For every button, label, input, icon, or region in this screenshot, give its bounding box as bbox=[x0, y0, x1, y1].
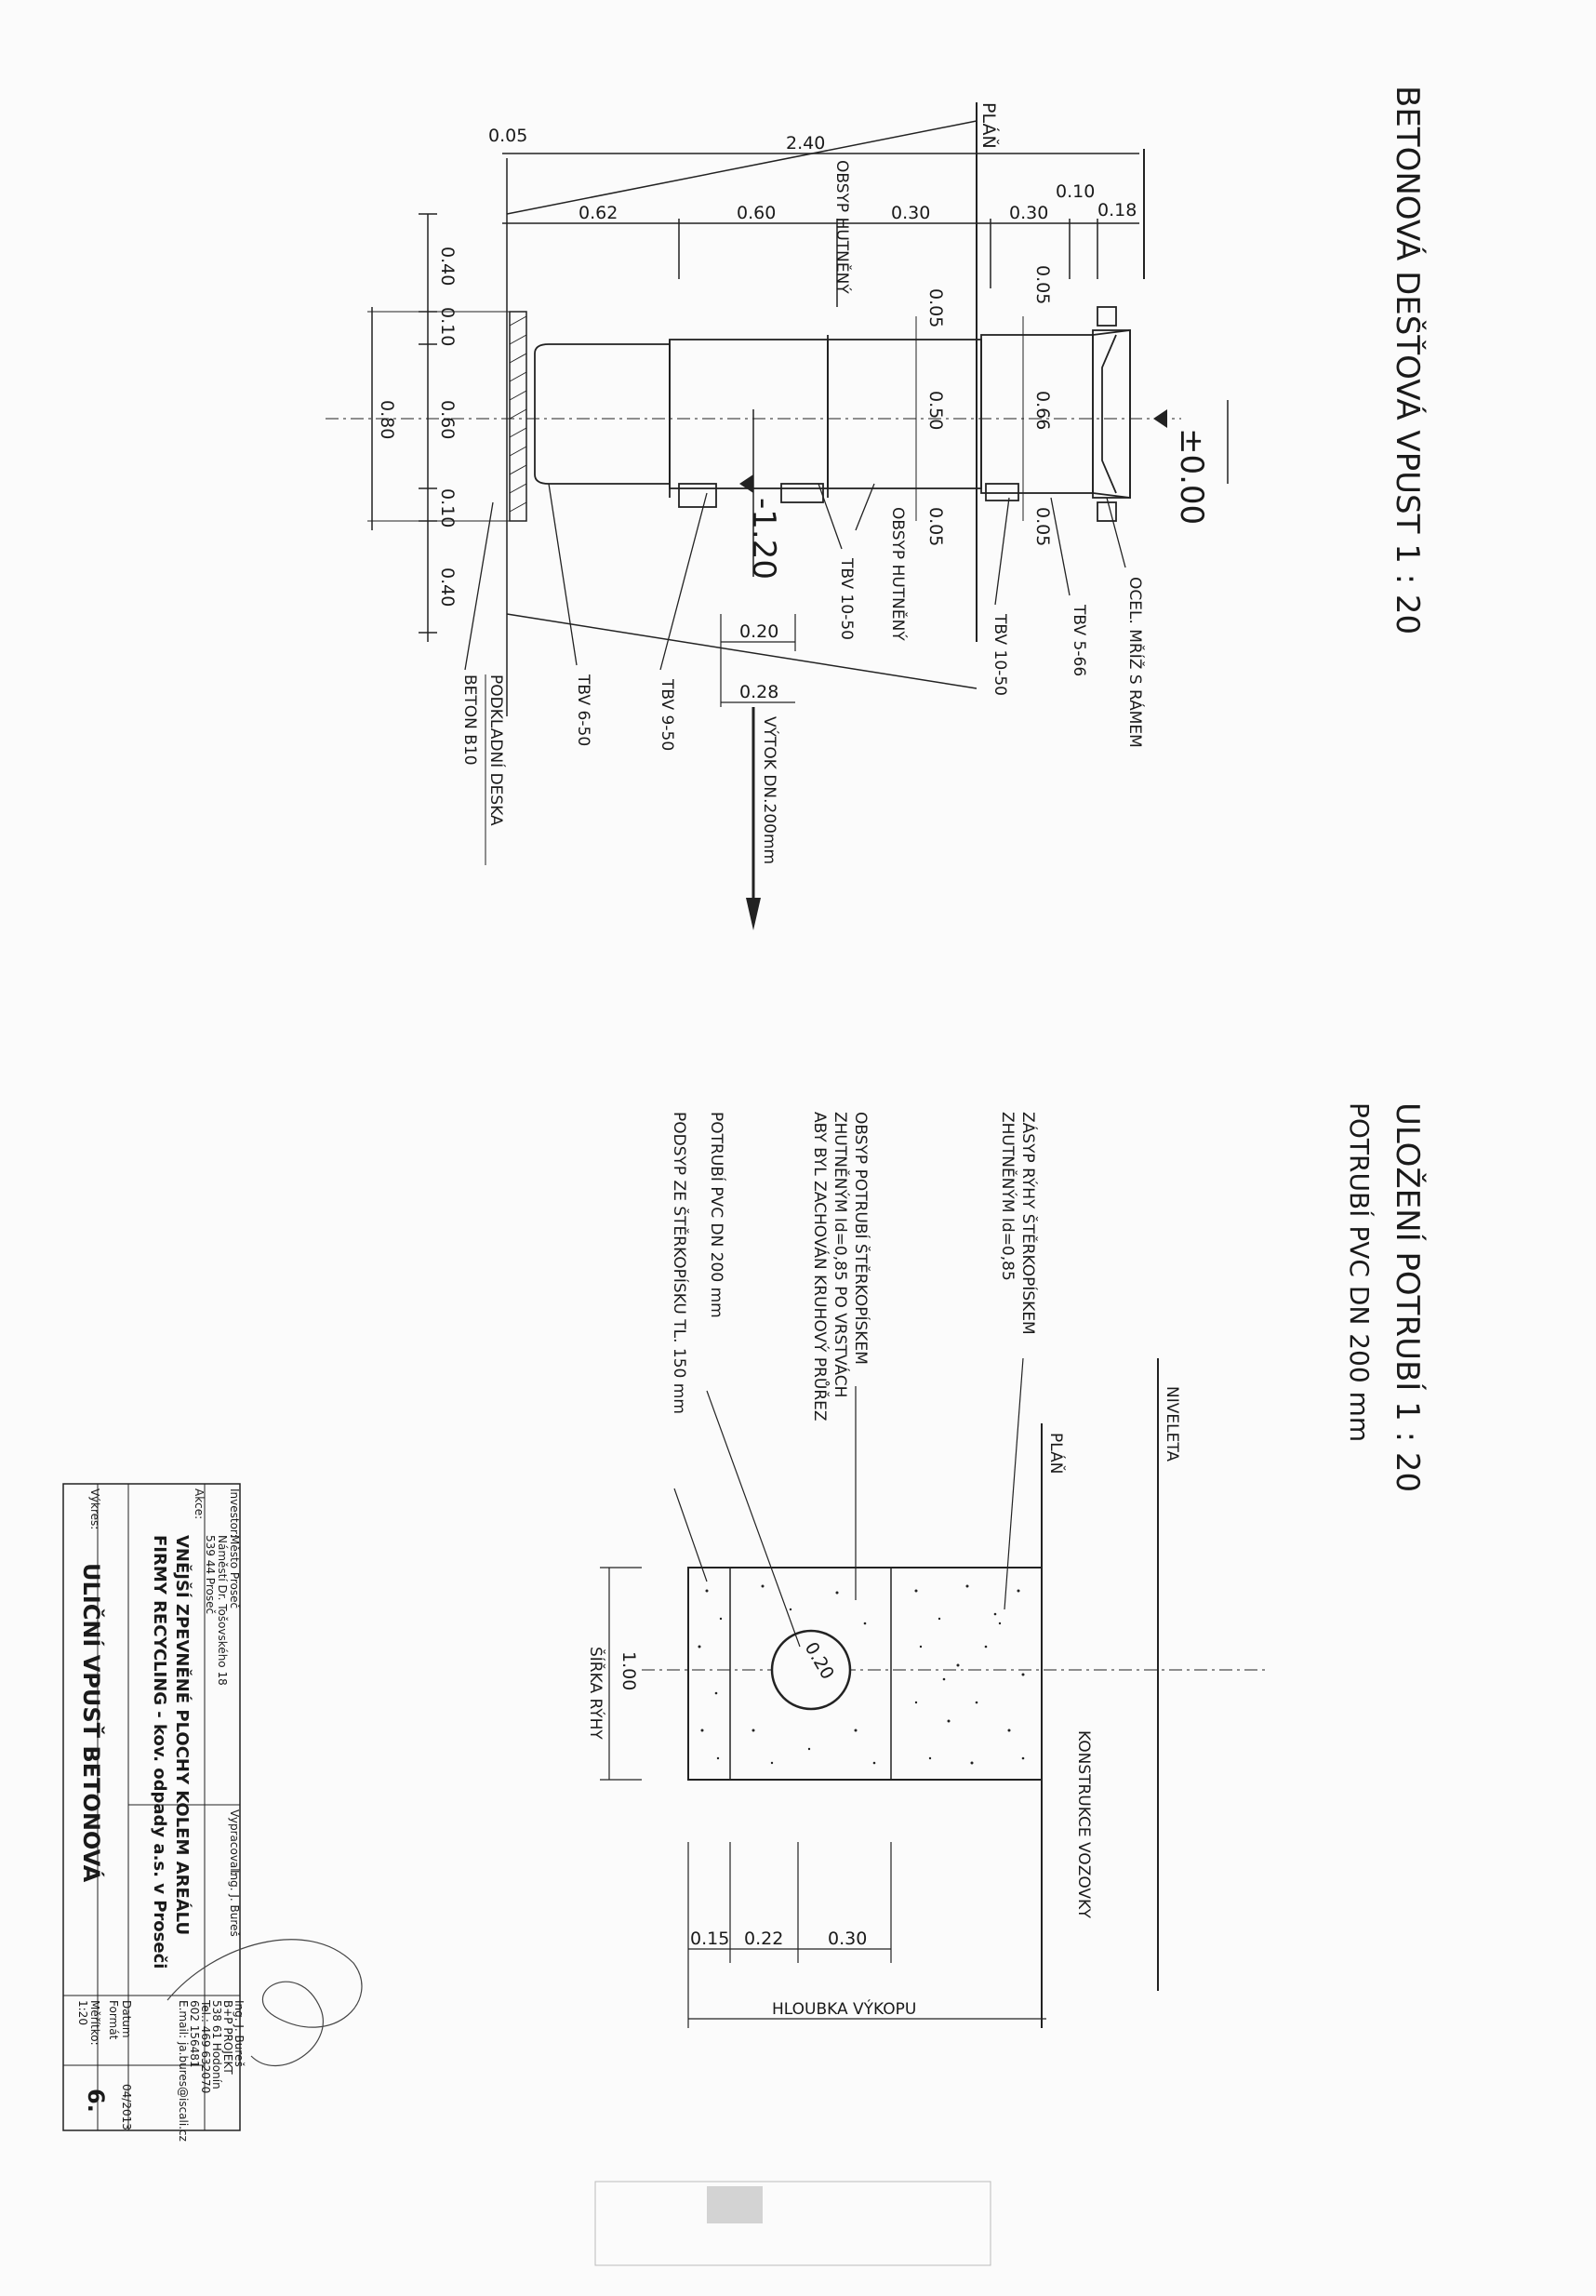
svg-text:Tel.: 469 632070: Tel.: 469 632070 bbox=[199, 1999, 212, 2093]
svg-text:Akce:: Akce: bbox=[193, 1488, 206, 1519]
svg-text:0.50: 0.50 bbox=[925, 391, 946, 430]
svg-text:0.10: 0.10 bbox=[437, 307, 458, 346]
svg-text:PODKLADNÍ DESKA: PODKLADNÍ DESKA bbox=[486, 674, 507, 826]
svg-text:0.05: 0.05 bbox=[488, 126, 527, 146]
svg-text:TBV 5-66: TBV 5-66 bbox=[1070, 604, 1088, 676]
svg-text:0.22: 0.22 bbox=[744, 1929, 783, 1949]
svg-text:TBV 6-50: TBV 6-50 bbox=[574, 674, 592, 746]
svg-text:0.05: 0.05 bbox=[925, 507, 946, 546]
svg-text:ZHUTNĚNÝM Id=0,85: ZHUTNĚNÝM Id=0,85 bbox=[998, 1112, 1018, 1281]
svg-text:0.62: 0.62 bbox=[579, 203, 618, 223]
svg-text:Formát: Formát bbox=[107, 2000, 120, 2040]
drawing2-title: ULOŽENÍ POTRUBÍ 1 : 20 bbox=[1389, 1102, 1427, 1492]
svg-text:-1.20: -1.20 bbox=[745, 498, 782, 580]
svg-text:Město Proseč: Město Proseč bbox=[228, 1535, 241, 1609]
svg-text:TBV 9-50: TBV 9-50 bbox=[658, 678, 676, 751]
drawing1-title: BETONOVÁ DEŠŤOVÁ VPUST 1 : 20 bbox=[1389, 86, 1427, 634]
svg-text:0.10: 0.10 bbox=[437, 488, 458, 527]
svg-text:PLÁŇ: PLÁŇ bbox=[1046, 1433, 1067, 1474]
svg-text:OBSYP HUTNĚNÝ: OBSYP HUTNĚNÝ bbox=[888, 507, 909, 641]
svg-text:602 156481: 602 156481 bbox=[188, 2000, 201, 2068]
base-slab bbox=[509, 311, 527, 522]
svg-text:0.05: 0.05 bbox=[925, 288, 946, 327]
svg-text:0.30: 0.30 bbox=[828, 1929, 867, 1949]
svg-text:0.15: 0.15 bbox=[690, 1929, 729, 1949]
svg-text:1:20: 1:20 bbox=[76, 2000, 89, 2025]
svg-text:TBV 10-50: TBV 10-50 bbox=[991, 613, 1009, 696]
svg-text:VÝTOK DN.200mm: VÝTOK DN.200mm bbox=[760, 716, 780, 864]
svg-text:1.00: 1.00 bbox=[618, 1651, 639, 1690]
svg-text:POTRUBÍ PVC DN 200 mm: POTRUBÍ PVC DN 200 mm bbox=[707, 1112, 727, 1318]
svg-text:538 61 Hodonín: 538 61 Hodonín bbox=[210, 2000, 223, 2089]
svg-text:0.28: 0.28 bbox=[739, 682, 778, 702]
svg-text:HLOUBKA VÝKOPU: HLOUBKA VÝKOPU bbox=[772, 1998, 916, 2019]
svg-text:0.40: 0.40 bbox=[437, 567, 458, 607]
svg-text:0.30: 0.30 bbox=[891, 203, 930, 223]
scan-artifact bbox=[594, 2181, 991, 2266]
svg-text:Investor:: Investor: bbox=[228, 1488, 241, 1538]
svg-text:ABY BYL ZACHOVÁN KRUHOVÝ PRŮŘE: ABY BYL ZACHOVÁN KRUHOVÝ PRŮŘEZ bbox=[810, 1112, 831, 1422]
pvc-pipe bbox=[770, 1629, 852, 1711]
svg-text:0.40: 0.40 bbox=[437, 247, 458, 286]
svg-text:E.mail: ja.bures@iscali.cz: E.mail: ja.bures@iscali.cz bbox=[177, 2000, 190, 2142]
svg-text:ZÁSYP RÝHY ŠTĚRKOPÍSKEM: ZÁSYP RÝHY ŠTĚRKOPÍSKEM bbox=[1018, 1112, 1039, 1335]
svg-text:0.60: 0.60 bbox=[437, 400, 458, 439]
svg-text:Měřítko:: Měřítko: bbox=[88, 2000, 101, 2046]
svg-text:0.10: 0.10 bbox=[1056, 181, 1095, 202]
svg-text:B+P PROJEKT: B+P PROJEKT bbox=[221, 2000, 234, 2075]
svg-text:OBSYP HUTNĚNÝ: OBSYP HUTNĚNÝ bbox=[832, 160, 853, 294]
trench bbox=[687, 1567, 1043, 1781]
svg-text:539 44 Proseč: 539 44 Proseč bbox=[204, 1535, 217, 1614]
svg-text:OBSYP POTRUBÍ ŠTĚRKOPÍSKEM: OBSYP POTRUBÍ ŠTĚRKOPÍSKEM bbox=[851, 1112, 871, 1365]
svg-text:Ing. J. Bureš: Ing. J. Bureš bbox=[233, 2000, 246, 2067]
gravel-fill bbox=[698, 1584, 1025, 1765]
svg-text:ŠÍŘKA RÝHY: ŠÍŘKA RÝHY bbox=[586, 1647, 606, 1740]
svg-text:04/2013: 04/2013 bbox=[120, 2084, 133, 2130]
drawing-inlet: BETONOVÁ DEŠŤOVÁ VPUST 1 : 20 0.05 2.40 … bbox=[326, 86, 1427, 930]
svg-text:0.30: 0.30 bbox=[1009, 203, 1048, 223]
svg-text:0.80: 0.80 bbox=[377, 400, 397, 439]
svg-text:Náměstí Dr. Tošovského 18: Náměstí Dr. Tošovského 18 bbox=[216, 1535, 229, 1686]
svg-text:2.40: 2.40 bbox=[786, 133, 825, 154]
drawing-pipe-bedding: ULOŽENÍ POTRUBÍ 1 : 20 POTRUBÍ PVC DN 20… bbox=[586, 1102, 1427, 2028]
svg-text:FIRMY RECYCLING - kov. odpady: FIRMY RECYCLING - kov. odpady a.s. v Pro… bbox=[150, 1535, 169, 1969]
svg-text:0.20: 0.20 bbox=[739, 621, 778, 642]
level-top: ±0.00 bbox=[1173, 428, 1210, 525]
svg-text:Ing. J. Bureš: Ing. J. Bureš bbox=[228, 1870, 241, 1937]
svg-text:0.05: 0.05 bbox=[1032, 507, 1053, 546]
svg-text:Vypracoval:: Vypracoval: bbox=[228, 1809, 241, 1876]
svg-text:OCEL. MŘÍŽ S RÁMEM: OCEL. MŘÍŽ S RÁMEM bbox=[1125, 577, 1146, 748]
svg-text:6.: 6. bbox=[83, 2089, 109, 2113]
svg-text:Výkres:: Výkres: bbox=[88, 1488, 101, 1529]
svg-text:ZHUTNĚNÝM Id=0,85 PO VRSTVÁCH: ZHUTNĚNÝM Id=0,85 PO VRSTVÁCH bbox=[831, 1112, 851, 1397]
svg-text:PLÁŇ: PLÁŇ bbox=[978, 102, 1000, 149]
svg-text:TBV 10-50: TBV 10-50 bbox=[837, 557, 856, 640]
svg-text:0.66: 0.66 bbox=[1032, 391, 1053, 430]
title-block: Investor: Město Proseč Náměstí Dr. Tošov… bbox=[62, 1483, 363, 2142]
svg-text:VNĚJŠÍ ZPEVNĚNÉ PLOCHY KOLEM A: VNĚJŠÍ ZPEVNĚNÉ PLOCHY KOLEM AREÁLU bbox=[172, 1535, 193, 1935]
svg-text:0.18: 0.18 bbox=[1097, 200, 1137, 220]
svg-text:0.60: 0.60 bbox=[737, 203, 776, 223]
svg-text:Datum: Datum bbox=[120, 2000, 133, 2038]
svg-text:KONSTRUKCE VOZOVKY: KONSTRUKCE VOZOVKY bbox=[1074, 1730, 1093, 1919]
svg-text:PODSYP ZE ŠTĚRKOPÍSKU TL. 150: PODSYP ZE ŠTĚRKOPÍSKU TL. 150 mm bbox=[670, 1112, 690, 1414]
svg-text:BETON B10: BETON B10 bbox=[460, 674, 479, 766]
svg-text:ULIČNÍ VPUSŤ BETONOVÁ: ULIČNÍ VPUSŤ BETONOVÁ bbox=[78, 1563, 106, 1883]
level-marker bbox=[1153, 409, 1167, 428]
svg-text:0.05: 0.05 bbox=[1032, 265, 1053, 304]
svg-text:NIVELETA: NIVELETA bbox=[1163, 1386, 1181, 1462]
signature bbox=[166, 1939, 363, 2067]
drawing2-subtitle: POTRUBÍ PVC DN 200 mm bbox=[1344, 1102, 1376, 1442]
